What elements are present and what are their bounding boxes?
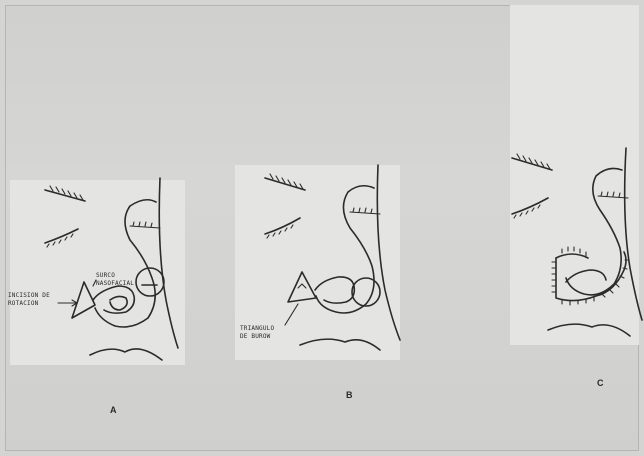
label-surco-line1: SURCO [96,272,115,279]
panel-a-drawing [45,178,178,360]
panel-b-lip [300,339,380,350]
panel-b-eye [265,218,300,234]
panel-a-lobule [110,296,127,310]
label-incision-line1: INCISION DE [8,292,50,299]
panel-c-eyebrow [512,158,552,170]
label-surco-line2: NASOFACIAL [96,280,134,287]
panel-c-suture-line-top [556,254,588,258]
panel-b-letter: B [346,390,353,400]
label-incision-line2: ROTACION [8,300,39,307]
panel-a-eyebrow [45,190,85,201]
panel-c-eye [512,198,548,214]
panel-b-burow-triangle [288,272,316,302]
panel-b-eyebrow [265,178,305,190]
panel-c-nose-profile [625,148,642,320]
panel-b-nasal-dorsum [316,186,374,313]
panel-a-nose-profile [159,178,178,348]
panel-a-lip [90,349,162,360]
panel-c-letter: C [597,378,604,388]
label-triangulo-line2: DE BUROW [240,333,271,340]
panel-a-eye [45,229,78,243]
label-triangulo-line1: TRIANGULO [240,325,274,332]
panel-b-triangulo-pointer [285,304,298,325]
panel-c-nasal-dorsum [566,168,622,294]
panel-a-rotation-flap [72,282,95,318]
panel-a-nasal-dorsum [95,200,156,327]
panel-c-nostril [566,270,606,282]
panel-a-letter: A [110,405,117,415]
panel-c-lip [548,324,630,336]
panel-c-drawing [512,148,642,336]
panel-b-rotated-flap-circle [352,278,380,306]
panel-b-drawing [265,165,400,350]
panel-b-nose-profile [377,165,400,340]
panel-b-nostril [315,277,354,303]
panel-c-sutured-flap [556,252,626,301]
